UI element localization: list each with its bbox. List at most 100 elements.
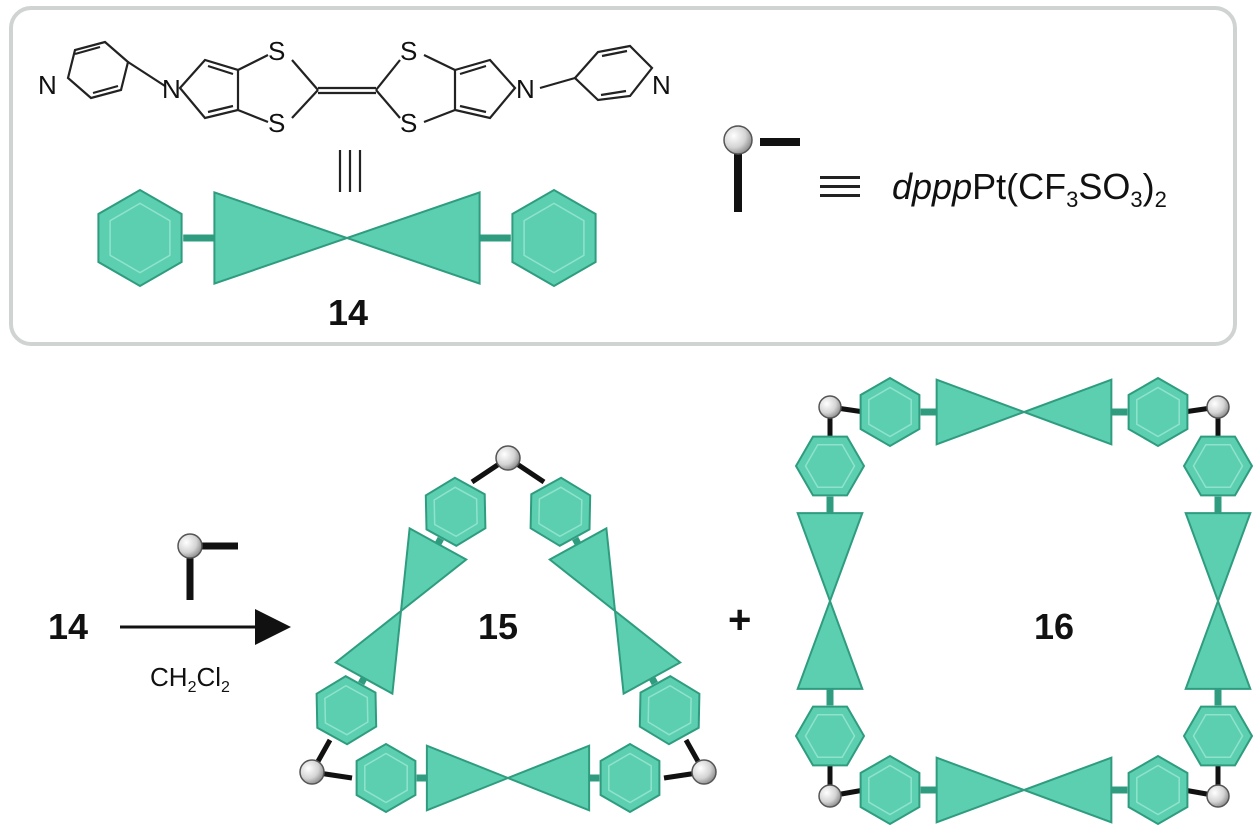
- sq-bottom-wedge-b: [1021, 756, 1113, 824]
- plus-sign: +: [728, 598, 752, 642]
- sq-bottom-hex-b: [1127, 754, 1189, 826]
- atom-n-right: N: [652, 70, 671, 100]
- sq-right-wedge-a: [1184, 512, 1252, 604]
- tri-node-top: [495, 445, 521, 471]
- sq-top-hex-b-face: [1136, 386, 1180, 438]
- tri-right-hex-a-face: [538, 486, 583, 538]
- sq-top-hex-a: [859, 376, 921, 448]
- key-panel-frame: [9, 6, 1237, 346]
- sq-left-hex-b-face: [804, 714, 856, 758]
- square-macrocycle-16: [794, 376, 1254, 826]
- tri-right-wedge-a: [547, 526, 617, 614]
- atom-s1: S: [268, 36, 285, 66]
- sq-left-hex-b: [794, 705, 866, 767]
- formula-sub2: 3: [1130, 187, 1143, 213]
- sq-left-wedge-b: [796, 598, 864, 690]
- sq-right-hex-a: [1182, 435, 1254, 497]
- sq-right-hex-b: [1182, 705, 1254, 767]
- tri-left-hex-b: [315, 675, 378, 746]
- formula-sub1: 3: [1066, 187, 1079, 213]
- formula-sub3: 2: [1154, 187, 1167, 213]
- reactant-label-14: 14: [48, 606, 89, 647]
- tri-right-hex-b: [638, 675, 701, 746]
- left-pyridine-ring: [66, 40, 130, 100]
- tri-bottom-hex-a: [355, 742, 417, 814]
- tri-left-wedge-a: [399, 526, 469, 614]
- ligand-atom-labels: N N S S S S N N: [38, 36, 671, 138]
- square-label-16: 16: [1034, 606, 1075, 647]
- tri-left-hex-a: [424, 476, 487, 547]
- tri-node-right: [691, 759, 717, 785]
- formula-pt: Pt(CF: [972, 166, 1067, 207]
- tri-right-wedge-b: [613, 608, 683, 696]
- solvent-label: CH2Cl2: [150, 662, 230, 697]
- left-pyrrole-ring: [178, 58, 240, 120]
- atom-n-left: N: [38, 70, 57, 100]
- formula-dppp: dppp: [892, 166, 973, 207]
- sq-top-hex-a-face: [868, 386, 912, 438]
- key-ligand-hex-b-face: [523, 202, 585, 274]
- tri-left-wedge-b: [333, 608, 403, 696]
- sq-left-hex-a-face: [804, 444, 856, 488]
- right-pyrrole-ring: [453, 58, 517, 120]
- sq-node-tr: [1206, 395, 1230, 419]
- key-ligand-hex-a: [97, 188, 183, 288]
- sq-right-hex-b-face: [1192, 714, 1244, 758]
- tri-node-left: [299, 759, 325, 785]
- atom-s3: S: [400, 36, 417, 66]
- tri-bottom-hex-b: [599, 742, 661, 814]
- key-ligand-wedge-b: [343, 190, 481, 286]
- solvent-ch: CH: [150, 662, 188, 692]
- tri-left-hex-a-face: [433, 486, 478, 538]
- right-pyridine-ring: [573, 44, 654, 102]
- tri-left-linker-a: [434, 536, 444, 546]
- sq-top-wedge-a: [935, 378, 1027, 446]
- key-ligand-hex-b: [511, 188, 597, 288]
- solvent-sub2: 2: [221, 679, 230, 697]
- sq-bottom-hex-a: [859, 754, 921, 826]
- metal-corner-key: [723, 125, 800, 212]
- sq-node-bl: [818, 784, 842, 808]
- sq-node-br: [1206, 784, 1230, 808]
- tri-bottom-hex-a-face: [364, 752, 408, 804]
- sq-top-hex-b: [1127, 376, 1189, 448]
- tri-left-linker-b: [358, 676, 368, 686]
- sq-left-wedge-a: [796, 512, 864, 604]
- sq-bottom-wedge-a: [935, 756, 1027, 824]
- formula-close: ): [1142, 166, 1155, 207]
- sq-node-tl: [818, 395, 842, 419]
- triangle-macrocycle-15: [299, 445, 717, 814]
- tri-right-hex-a: [529, 476, 592, 547]
- atom-n-pyrrole-left: N: [162, 74, 181, 104]
- sq-bottom-hex-b-face: [1136, 764, 1180, 816]
- atom-s4: S: [400, 108, 417, 138]
- sq-right-hex-a-face: [1192, 444, 1244, 488]
- sq-right-wedge-b: [1184, 598, 1252, 690]
- triangle-label-15: 15: [478, 606, 519, 647]
- formula-so: SO: [1078, 166, 1131, 207]
- tri-right-hex-b-face: [647, 684, 692, 736]
- tri-bottom-wedge-b: [505, 744, 591, 812]
- tri-right-linker-a: [572, 536, 582, 546]
- tri-bottom-wedge-a: [425, 744, 511, 812]
- solvent-sub1: 2: [187, 679, 197, 697]
- sq-top-wedge-b: [1021, 378, 1113, 446]
- sq-bottom-hex-a-face: [868, 764, 912, 816]
- atom-s2: S: [268, 108, 285, 138]
- reaction-arrow-group: [120, 533, 291, 645]
- key-ligand-wedge-a: [213, 190, 351, 286]
- tri-bottom-hex-b-face: [608, 752, 652, 804]
- metal-formula: dpppPt(CF3SO3)2: [892, 166, 1167, 213]
- atom-n-pyrrole-right: N: [516, 74, 535, 104]
- solvent-cl: Cl: [196, 662, 222, 692]
- tri-right-linker-b: [648, 676, 658, 686]
- tri-left-hex-b-face: [324, 684, 369, 736]
- ligand-structure: [66, 40, 654, 192]
- equivalence-sign: [820, 176, 860, 203]
- key-ligand-hex-a-face: [109, 202, 171, 274]
- ligand-cartoon: [97, 188, 597, 288]
- reagent-pt-icon: [177, 533, 203, 559]
- ligand-label-14: 14: [328, 292, 369, 333]
- sq-left-hex-a: [794, 435, 866, 497]
